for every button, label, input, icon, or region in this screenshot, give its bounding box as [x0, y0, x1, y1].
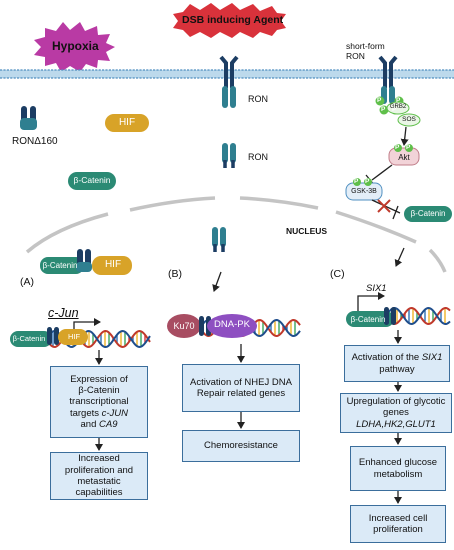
akt-label: Akt [398, 153, 410, 162]
hif-cytoplasm-label: HIF [118, 117, 136, 128]
panel-c-box1-gene: SIX1 [421, 352, 443, 364]
panel-a-dna-beta-shape [10, 331, 52, 347]
dnapk-label: DNA-PK [214, 319, 250, 330]
sos-label: SOS [402, 116, 416, 123]
arrow-panel-b-into-nucleus [212, 271, 222, 292]
beta-catenin-cytoplasm-shape [68, 172, 116, 190]
hypoxia-label: Hypoxia [52, 39, 99, 53]
panel-a-beta-catenin-shape [40, 257, 84, 274]
phospho-label: P [395, 144, 400, 151]
panel-a-complex-hif-label: HIF [104, 259, 122, 270]
panel-c-gene-label: SIX1 [366, 283, 387, 294]
phospho-site [364, 178, 372, 186]
ron-nuclear-receptor [212, 227, 226, 252]
gsk3b-shape [345, 182, 383, 201]
grb2-label: GRB2 [389, 104, 407, 110]
panel-a-box1-line3: transcriptional [69, 396, 129, 408]
panel-c-glucose-box: Enhanced glucose metabolism [350, 446, 446, 491]
beta-catenin-cytoplasm-label: β-Catenin [73, 175, 111, 185]
hif-cytoplasm-shape [105, 114, 149, 132]
panel-c-dna-ron [384, 307, 396, 325]
phospho-label: P [354, 178, 359, 185]
panel-a-hif-shape [92, 256, 132, 275]
panel-a-dna-ron [47, 327, 59, 345]
panel-b-label: (B) [168, 268, 182, 280]
transcription-start-arrow-c [357, 292, 385, 312]
panel-c-proliferation-box: Increased cell proliferation [350, 505, 446, 543]
panel-a-complex-beta-label: β-Catenin [42, 261, 78, 270]
ron-cytoplasmic-label: RON [248, 152, 268, 162]
phospho-label: P [365, 178, 370, 185]
panel-c-label: (C) [330, 268, 345, 280]
dsb-burst [173, 3, 286, 38]
beta-catenin-right-shape [404, 206, 452, 222]
panel-b-nhej-box: Activation of NHEJ DNA Repair related ge… [182, 364, 300, 412]
phospho-site [405, 144, 413, 152]
gsk3b-label: GSK-3B [351, 188, 377, 195]
akt-shape [388, 147, 420, 166]
arrow-panel-c-into-nucleus [394, 247, 405, 267]
panel-c-six1-box: Activation of the SIX1 pathway [344, 345, 450, 382]
ron-cytoplasmic-receptor [222, 143, 236, 168]
sos-shape [397, 113, 421, 127]
panel-c-box2-genes: LDHA,HK2,GLUT1 [356, 418, 436, 430]
ron-delta160-label: RONΔ160 [12, 136, 58, 147]
panel-a-box1-and: and [80, 419, 97, 431]
nucleus-label: NUCLEUS [286, 226, 328, 236]
dna-helix-c [385, 306, 451, 326]
phospho-site [379, 105, 389, 115]
ku70-shape [167, 314, 201, 338]
short-form-ron-receptor [378, 55, 398, 104]
panel-a-box1-line2: β-Catenin [78, 384, 120, 396]
dnapk-shape [207, 314, 257, 338]
degradation-cross [377, 199, 391, 213]
panel-c-box1-suffix: pathway [379, 363, 415, 375]
arrow-sos-to-akt [400, 126, 409, 146]
phospho-label: P [392, 106, 397, 113]
nuclear-envelope [25, 196, 447, 273]
phospho-label: P [396, 97, 401, 104]
ron-membrane-receptor [219, 55, 239, 108]
panel-a-box1-gene2: CA9 [99, 419, 118, 431]
panel-a-box1-line4: targets [69, 407, 102, 419]
panel-c-box1-prefix: Activation of the [351, 352, 422, 364]
ku70-label: Ku70 [173, 321, 195, 331]
panel-a-dna-hif-shape [58, 329, 88, 345]
panel-a-proliferation-box: Increased proliferation and metastatic c… [50, 452, 148, 500]
hypoxia-star [34, 22, 115, 72]
panel-b-chemoresistance-box: Chemoresistance [182, 430, 300, 462]
panel-a-label: (A) [20, 276, 34, 288]
beta-catenin-right-label: β-Catenin [410, 209, 446, 218]
panel-a-gene-label: c-Jun [48, 306, 79, 320]
panel-a-dna-beta-label: β-Catenin [12, 335, 46, 343]
phospho-label: P [377, 97, 382, 104]
dna-strand [385, 306, 451, 326]
panel-a-ron-receptor [76, 249, 92, 272]
panel-c-dna-beta-shape [346, 311, 394, 327]
panel-c-dna-beta-label: β-Catenin [350, 315, 386, 324]
grb2-shape [386, 101, 410, 115]
ron-membrane-label: RON [248, 94, 268, 104]
dna-strand [385, 306, 451, 326]
dsb-agent-label: DSB inducing Agent [182, 14, 284, 26]
panel-a-box1-line1: Expression of [70, 373, 128, 385]
inhibition-gsk3b-to-beta-catenin [371, 199, 401, 220]
panel-a-dna-hif-label: HIF [67, 332, 81, 341]
ron-delta160-receptor [20, 106, 37, 130]
panel-c-box2-prefix: Upregulation of glycotic genes [346, 395, 446, 419]
phospho-label: P [406, 144, 411, 151]
short-form-ron-label: short-form RON [346, 41, 385, 61]
phospho-site [394, 144, 402, 152]
panel-a-box1-gene1: c-JUN [101, 407, 129, 419]
phospho-site [375, 96, 385, 106]
phospho-site [353, 178, 361, 186]
phospho-label: P [381, 106, 386, 113]
